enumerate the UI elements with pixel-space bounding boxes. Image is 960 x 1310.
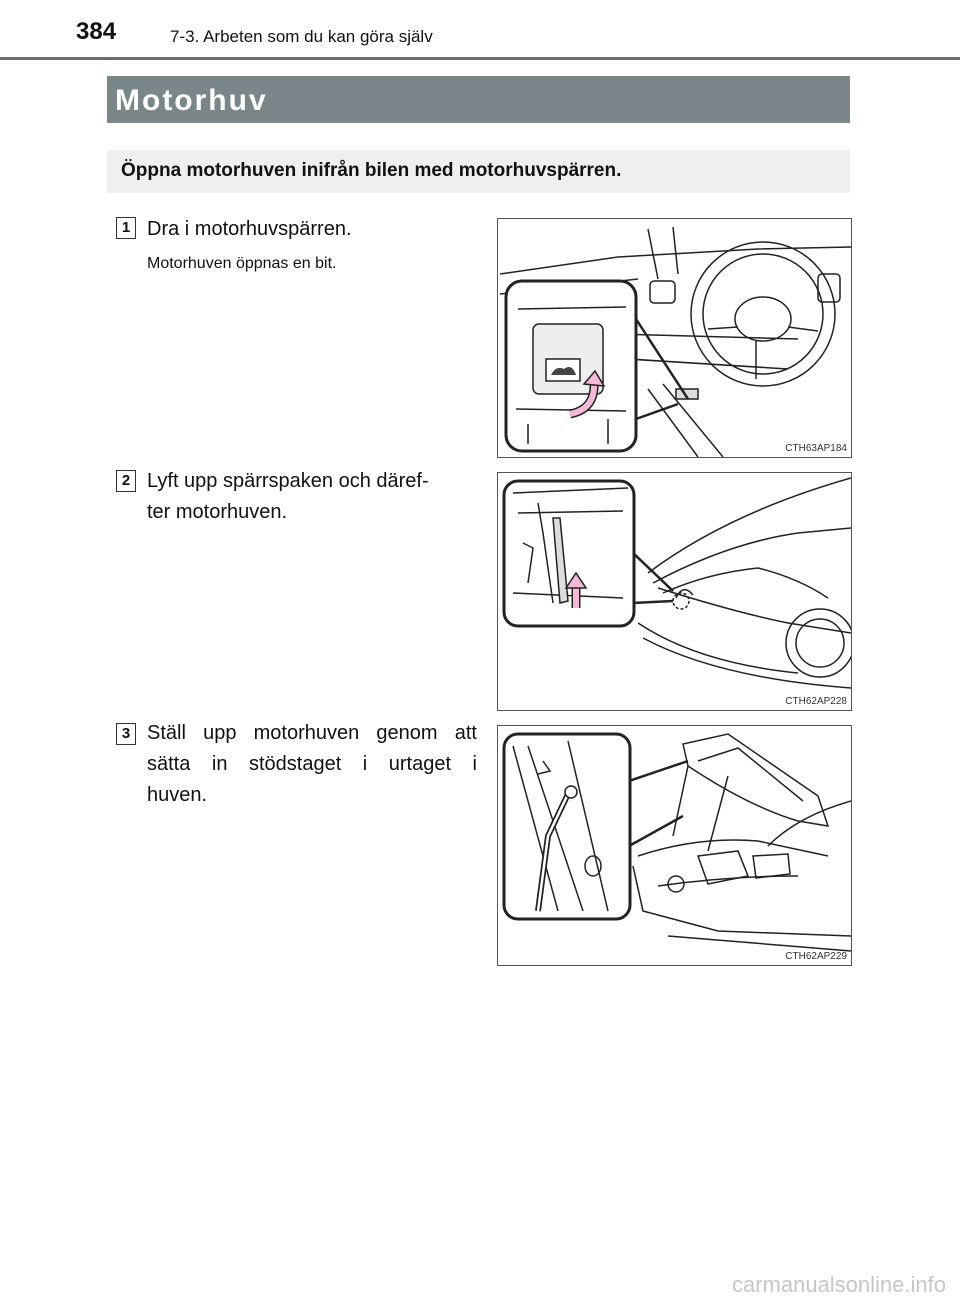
section-title: Motorhuv [115,84,268,117]
step-2-line-1: Lyft upp spärrspaken och däref- [147,470,429,492]
header-rule [0,57,960,60]
figure-hood-release-lever: CTH63AP184 [497,218,852,458]
figure-code-3: CTH62AP229 [785,951,847,962]
watermark: carmanualsonline.info [731,1272,946,1297]
step-2-text: Lyft upp spärrspaken och däref- ter moto… [147,466,477,528]
figure-hood-latch: CTH62AP228 [497,472,852,711]
figure-hood-support-rod: CTH62AP229 [497,725,852,966]
step-2-line-2: ter motorhuven. [147,501,288,523]
section-title-bar: Motorhuv [107,76,850,123]
step-1-subtext: Motorhuven öppnas en bit. [147,255,337,272]
figure-code-1: CTH63AP184 [785,443,847,454]
step-3-text: Ställ upp motorhuven genom att sätta in … [147,718,477,811]
running-header: 7-3. Arbeten som du kan göra själv [170,27,433,46]
step-3-line-1: Ställ upp motorhuven genom att [147,722,477,744]
figure-code-2: CTH62AP228 [785,696,847,707]
intro-bar: Öppna motorhuven inifrån bilen med motor… [107,150,850,193]
step-3-line-3: huven. [147,784,208,806]
step-1-text: Dra i motorhuvspärren. [147,218,352,240]
step-number-3: 3 [116,723,136,745]
page-number: 384 [76,18,117,45]
step-3-line-2: sätta in stödstaget i urtaget i [147,753,477,775]
intro-text: Öppna motorhuven inifrån bilen med motor… [121,160,622,181]
step-number-1: 1 [116,217,136,239]
step-number-2: 2 [116,470,136,492]
